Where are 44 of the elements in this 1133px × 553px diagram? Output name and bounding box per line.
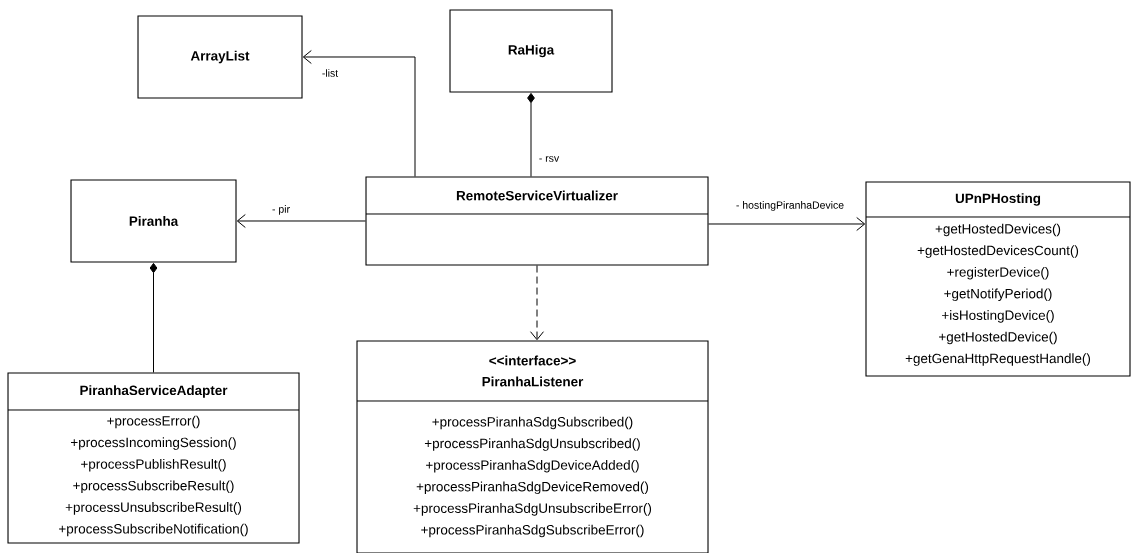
- method-name: +processPiranhaSdgUnsubscribeError(): [413, 503, 652, 516]
- method-name: +getNotifyPeriod(): [944, 288, 1052, 302]
- class-box: [356, 340, 709, 553]
- edge-label: -list: [322, 69, 339, 77]
- method-name: +processSubscribeNotification(): [59, 523, 248, 537]
- class-box: [365, 176, 709, 266]
- method-name: +processPiranhaSdgDeviceRemoved(): [416, 481, 649, 495]
- class-name: PiranhaServiceAdapter: [80, 385, 228, 398]
- method-name: +processPiranhaSdgUnsubscribed(): [424, 438, 640, 451]
- arrow: [708, 217, 866, 231]
- arrow: [530, 265, 544, 341]
- class-box: [137, 15, 303, 99]
- arrow: [236, 214, 366, 228]
- class-name: PiranhaListener: [482, 376, 584, 387]
- composition-line: [149, 262, 158, 373]
- method-name: +isHostingDevice(): [942, 310, 1054, 323]
- arrow: [302, 50, 416, 177]
- class-box: [865, 181, 1131, 377]
- class-name: RaHiga: [508, 44, 555, 58]
- class-box: [449, 9, 613, 93]
- edge-label: - rsv: [539, 156, 560, 162]
- class-name: UPnPHosting: [955, 193, 1041, 206]
- method-name: +processPiranhaSdgSubscribeError(): [421, 524, 644, 538]
- method-name: +processPublishResult(): [81, 458, 226, 472]
- method-name: +getHostedDevice(): [939, 331, 1057, 345]
- class-name: Piranha: [129, 216, 179, 226]
- method-name: +processError(): [107, 415, 200, 429]
- method-name: +processUnsubscribeResult(): [65, 502, 242, 515]
- class-name: <<interface>>: [489, 355, 576, 366]
- class-name: ArrayList: [190, 50, 250, 64]
- class-box: [70, 179, 237, 263]
- edge-label: - pir: [272, 205, 290, 215]
- class-name: RemoteServiceVirtualizer: [456, 190, 618, 201]
- class-box: [7, 372, 300, 544]
- method-name: +getHostedDevicesCount(): [917, 245, 1079, 258]
- composition-line: [527, 92, 535, 177]
- method-name: +processPiranhaSdgSubscribed(): [432, 416, 633, 430]
- method-name: +processIncomingSession(): [71, 437, 236, 450]
- method-name: +getGenaHttpRequestHandle(): [905, 353, 1091, 366]
- method-name: +registerDevice(): [947, 266, 1049, 280]
- method-name: +getHostedDevices(): [935, 223, 1061, 237]
- method-name: +processPiranhaSdgDeviceAdded(): [426, 459, 639, 473]
- method-name: +processSubscribeResult(): [73, 480, 234, 494]
- edge-label: - hostingPiranhaDevice: [736, 201, 844, 211]
